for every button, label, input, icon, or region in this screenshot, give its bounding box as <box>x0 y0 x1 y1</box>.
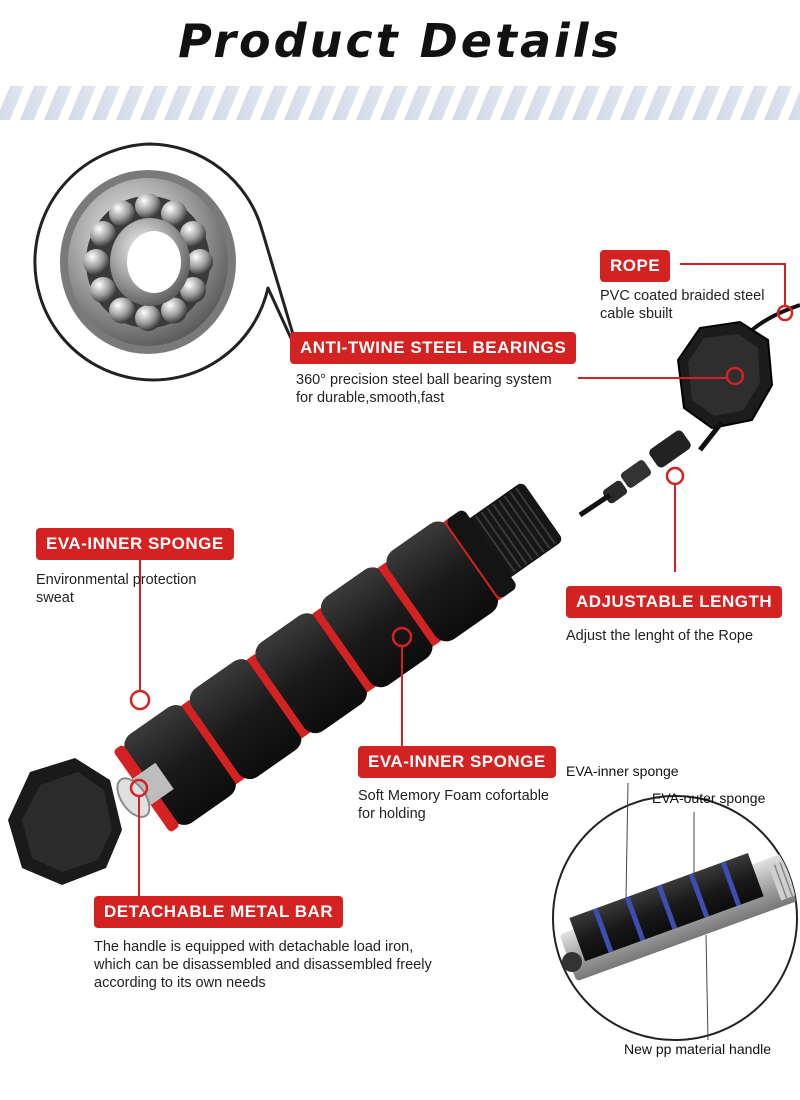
cutaway-circle <box>552 795 798 1041</box>
metal-bar-desc: The handle is equipped with detachable l… <box>94 939 432 991</box>
adjustable-tag: ADJUSTABLE LENGTH <box>566 586 783 618</box>
eva-sponge-top-desc: Environmental protection sweat <box>36 572 197 606</box>
cutaway-outer-label: EVA-outer sponge <box>652 790 766 806</box>
loose-end-cap <box>8 758 122 885</box>
eva-sponge-mid-desc: Soft Memory Foam cofortable for holding <box>358 788 549 822</box>
adjustable-desc: Adjust the lenght of the Rope <box>566 628 754 644</box>
page-title: Product Details <box>178 14 622 68</box>
eva-sponge-mid-tag: EVA-INNER SPONGE <box>358 746 556 778</box>
rope-desc: PVC coated braided steel cable sbuilt <box>600 288 765 322</box>
cutaway-inner-label: EVA-inner sponge <box>566 763 679 779</box>
cutaway-handle-label: New pp material handle <box>624 1041 772 1057</box>
rope-tag: ROPE <box>600 250 671 282</box>
metal-bar-tag: DETACHABLE METAL BAR <box>94 896 344 928</box>
handle <box>114 483 562 832</box>
title-stripes <box>0 86 800 120</box>
bearings-tag: ANTI-TWINE STEEL BEARINGS <box>290 332 577 364</box>
rope-end-cap <box>676 320 774 430</box>
bearings-desc: 360° precision steel ball bearing system… <box>296 372 552 406</box>
eva-sponge-top-tag: EVA-INNER SPONGE <box>36 528 234 560</box>
bearing-zoom-circle <box>33 142 302 382</box>
